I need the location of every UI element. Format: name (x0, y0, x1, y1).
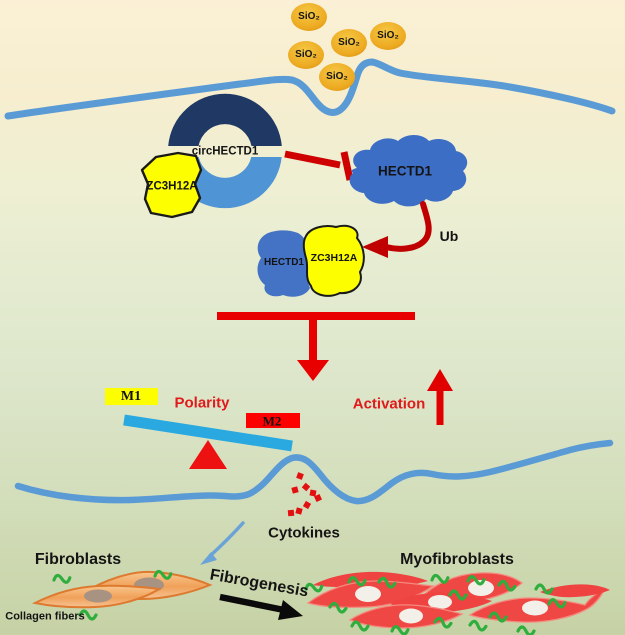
sio2-label: SiO₂ (298, 11, 320, 22)
hectd1-shape (349, 135, 468, 207)
upper-membrane (4, 58, 616, 120)
collagen-fiber (78, 609, 98, 621)
ubiquitin-label: Ub (439, 228, 459, 244)
upper-membrane-line (4, 58, 616, 120)
zc3h12a-blob (140, 151, 203, 219)
collagen-fiber (448, 589, 468, 601)
cytokine-dot (309, 489, 317, 497)
myofibroblast-nucleus (428, 595, 452, 609)
myofibroblast-cell (540, 584, 610, 598)
fibroblast-cells (31, 570, 213, 609)
myofibroblast-nucleus (399, 608, 423, 624)
cytokine-dot (296, 472, 304, 480)
polarity-seesaw (105, 388, 300, 469)
sio2-particle (331, 29, 367, 57)
collagen-fiber (304, 582, 324, 593)
hectd1-blob (349, 135, 468, 207)
fibrogenesis-shaft (219, 593, 285, 614)
myofibroblast-nucleus (355, 586, 381, 602)
cytokine-dot (314, 494, 322, 502)
myofibroblast-nucleus (522, 600, 548, 616)
down-arrowhead (297, 360, 329, 381)
m2-label: M2 (262, 413, 282, 429)
myofibroblast-cells (306, 571, 610, 629)
collagen-fiber (390, 625, 410, 635)
myofibroblasts-label: Myofibroblasts (400, 551, 514, 568)
collagen-fiber (516, 625, 536, 635)
collagen-fiber (497, 579, 517, 592)
collagen-fiber (430, 573, 450, 584)
complex (257, 224, 365, 297)
donut-top-half (168, 93, 282, 146)
cytokine-dot (287, 509, 295, 517)
cytokine-dot (291, 486, 299, 494)
circhectd1-label: circHECTD1 (191, 145, 259, 158)
seesaw-plank (123, 414, 293, 452)
sio2-label: SiO₂ (295, 49, 317, 60)
cytokine-particles (287, 472, 322, 517)
inhibition-line (284, 150, 341, 169)
activation-label: Activation (352, 395, 426, 413)
collagen-fiber (547, 598, 567, 609)
cytokine-dot (302, 500, 312, 510)
sio2-particle (370, 22, 406, 50)
polarity-label: Polarity (174, 394, 230, 412)
cytokine-arrow (200, 521, 245, 565)
complex-zc3h12a-part (302, 224, 365, 297)
activation-up-arrow (427, 369, 453, 425)
sio2-particle (291, 3, 327, 31)
sio2-label: SiO₂ (326, 71, 348, 82)
collagen-fiber (52, 573, 72, 584)
sio2-label: SiO₂ (377, 30, 399, 41)
suppression-down-arrow (217, 312, 415, 381)
cytokine-dot (295, 507, 303, 515)
collagen-fiber (347, 576, 367, 587)
collagen-fiber (350, 620, 370, 632)
lower-membrane-line (14, 439, 614, 505)
fibrogenesis-arrowhead (278, 600, 303, 620)
fibroblasts-label: Fibroblasts (34, 551, 122, 568)
cytokines-label: Cytokines (268, 524, 340, 542)
sio2-label: SiO₂ (338, 37, 360, 48)
cytokine-arrowhead (200, 552, 217, 565)
collagen-fiber (377, 576, 397, 589)
m2-box (246, 413, 300, 428)
zc3h12a-shape (140, 151, 203, 219)
sio2-particle (319, 63, 355, 91)
hectd1-label: HECTD1 (377, 163, 433, 179)
collagen-fiber (153, 569, 173, 580)
collagen-fiber (468, 619, 488, 632)
collagen-fiber (534, 583, 554, 595)
collagen-fiber (488, 611, 508, 623)
fibrogenesis-arrow (219, 593, 303, 620)
lower-membrane (14, 439, 614, 505)
seesaw-fulcrum-triangle (189, 440, 227, 469)
complex-hectd1-part (257, 230, 310, 297)
sio2-particles (288, 3, 406, 91)
collagen-fiber (328, 601, 348, 614)
inhibition-tbar (284, 150, 354, 181)
m1-label: M1 (120, 389, 142, 404)
complex-hectd1-label: HECTD1 (263, 257, 305, 268)
ubiquitin-arrow (362, 201, 432, 258)
ub-arrowhead (362, 236, 388, 258)
collagen-fiber (466, 575, 486, 586)
sio2-particle (288, 41, 324, 69)
complex-zc3h12a-label: ZC3H12A (310, 251, 358, 264)
collagen-squiggles (52, 569, 567, 635)
inhibition-crossbar (340, 151, 354, 181)
collagen-fibers-label: Collagen fibers (5, 610, 85, 623)
cytokine-arrow-curve (208, 521, 245, 558)
zc3h12a-label: ZC3H12A (146, 180, 198, 193)
fibroblast-nucleus (84, 589, 112, 603)
cytokine-dot (301, 482, 311, 492)
myofibroblast-nucleus (468, 580, 494, 596)
ub-arrow-curve (383, 201, 432, 252)
up-arrowhead (427, 369, 453, 391)
collagen-fiber (433, 616, 453, 629)
m1-box (105, 388, 158, 405)
